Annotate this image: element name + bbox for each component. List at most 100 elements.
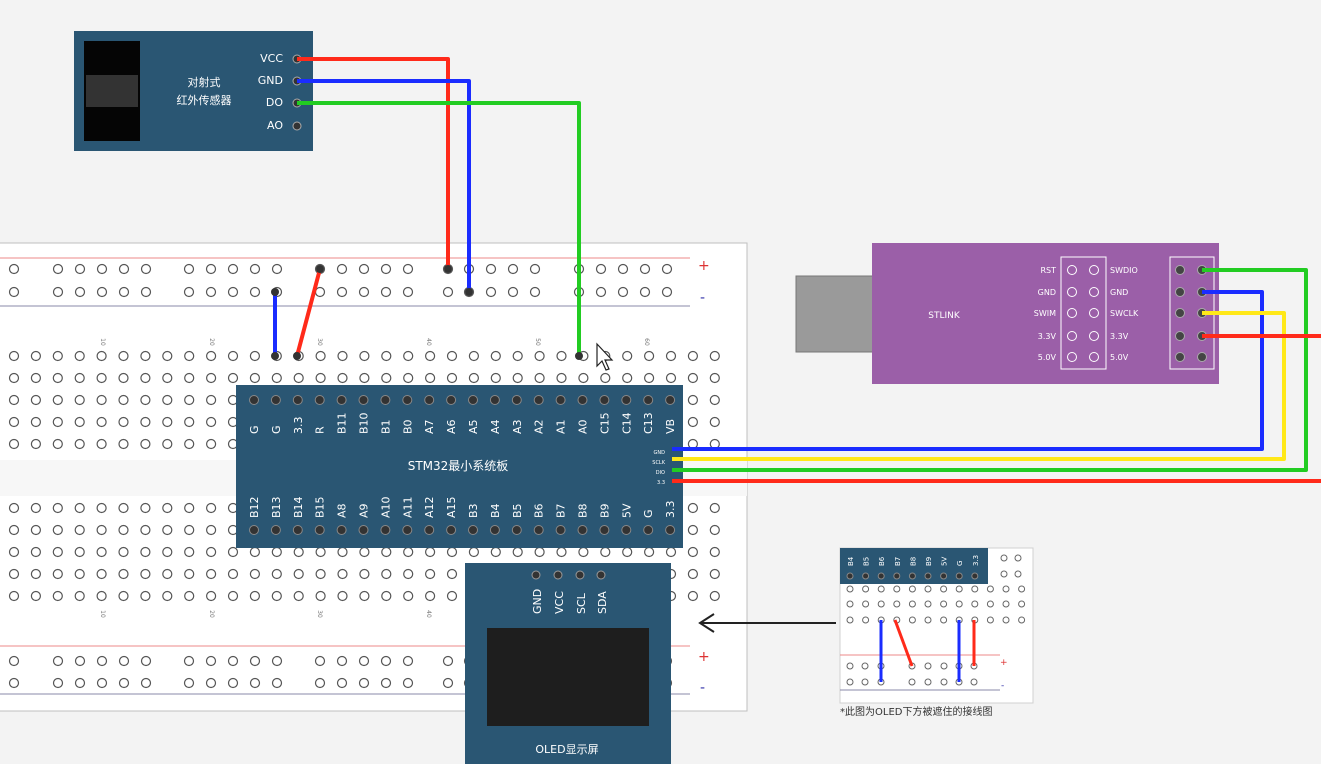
inset-pin-label: G (956, 561, 964, 566)
wire-stlink-swclk (672, 311, 1286, 461)
stm32-bottom-pin-label: B15 (314, 496, 327, 518)
breadboard-hole (271, 677, 283, 689)
usb-connector-icon (795, 275, 875, 353)
breadboard-hole (293, 372, 304, 384)
inset-pin-label: B9 (925, 557, 933, 566)
inset-pin-label: B7 (894, 557, 902, 566)
breadboard-hole (30, 416, 42, 428)
breadboard-hole (96, 394, 107, 406)
stm32-header-pin (270, 525, 281, 535)
breadboard-hole (359, 568, 370, 580)
stlink-right-label: GND (1110, 288, 1128, 297)
breadboard-hole (96, 655, 108, 667)
breadboard-hole (118, 502, 129, 514)
breadboard-hole (249, 286, 261, 298)
breadboard-hole (271, 372, 282, 384)
breadboard-hole (118, 655, 130, 667)
breadboard-hole (425, 372, 436, 384)
stm32-header-pin (599, 525, 610, 535)
breadboard-hole (118, 263, 130, 275)
breadboard-hole (507, 263, 519, 275)
breadboard-hole (709, 524, 720, 536)
inset-rail-minus: - (1001, 681, 1004, 691)
breadboard-hole (622, 350, 633, 362)
breadboard-hole (8, 677, 20, 689)
inset-pin-label: B4 (847, 556, 855, 566)
stm32-top-pin-label: C13 (642, 412, 655, 434)
breadboard-hole (643, 350, 655, 362)
breadboard-hole (381, 568, 392, 580)
breadboard-hole (52, 677, 64, 689)
inset-pin (893, 572, 901, 580)
stm32-header-pin (358, 395, 369, 405)
stm32-bottom-pin-label: B6 (533, 503, 546, 518)
oled-screen (487, 628, 649, 726)
inset-hole (1002, 616, 1010, 624)
stm32-bottom-pin-label: B7 (555, 503, 568, 518)
breadboard-hole (184, 438, 195, 450)
inset-hole (908, 616, 916, 624)
breadboard-hole (358, 655, 370, 667)
breadboard-hole (315, 590, 326, 602)
mouse-cursor-icon (596, 342, 614, 371)
breadboard-hole (337, 372, 348, 384)
stm32-header-pin (621, 395, 632, 405)
inset-hole (1000, 554, 1008, 562)
breadboard-hole (96, 590, 107, 602)
ir-sensor-title-line2: 红外传感器 (177, 94, 232, 107)
breadboard-hole (184, 416, 195, 428)
stm32-header-pin (555, 525, 566, 535)
stlink-right-label: 5.0V (1110, 353, 1129, 362)
ir-pin-ao: AO (267, 119, 283, 132)
breadboard-hole (162, 546, 173, 558)
column-number-top: 20 (208, 338, 215, 346)
inset-hole (971, 585, 979, 593)
breadboard-hole (595, 286, 607, 298)
stm32-top-pin-label: B1 (379, 419, 392, 434)
breadboard-hole (446, 372, 458, 384)
breadboard-hole (687, 416, 699, 428)
inset-hole (971, 600, 979, 608)
breadboard-hole (314, 655, 326, 667)
breadboard-hole (8, 524, 20, 536)
breadboard-hole (249, 263, 261, 275)
breadboard-hole (118, 438, 129, 450)
stlink-pin (1175, 287, 1185, 297)
inset-pin-label: 3.3 (972, 555, 980, 566)
stm32-top-pin-label: A3 (511, 419, 524, 434)
breadboard-hole (74, 677, 86, 689)
breadboard-hole (403, 372, 414, 384)
breadboard-hole (490, 546, 501, 558)
breadboard-hole (709, 590, 720, 602)
breadboard-hole (96, 416, 107, 428)
stm32-side-33: 3.3 (657, 480, 665, 486)
breadboard-hole (96, 546, 107, 558)
breadboard-hole (52, 590, 63, 602)
breadboard-hole (442, 286, 454, 298)
stm32-top-pin-label: B0 (401, 419, 414, 434)
breadboard-hole (52, 263, 64, 275)
breadboard-hole (206, 350, 217, 362)
rail-plus-top: + (698, 258, 710, 274)
rail-plus-bottom: + (698, 649, 710, 665)
breadboard-hole (96, 524, 107, 536)
inset-pin (940, 572, 948, 580)
breadboard-hole (337, 590, 348, 602)
inset-hole (846, 662, 854, 670)
inset-hole (924, 585, 932, 593)
breadboard-hole (184, 372, 195, 384)
stm32-header-pin (314, 395, 325, 405)
breadboard-hole (140, 372, 151, 384)
breadboard-hole (118, 350, 129, 362)
breadboard-hole (227, 546, 239, 558)
breadboard-hole (30, 394, 42, 406)
breadboard-hole (52, 655, 64, 667)
breadboard-hole (140, 438, 151, 450)
breadboard-hole (74, 546, 85, 558)
breadboard-hole (227, 655, 239, 667)
ir-pin-vcc: VCC (260, 52, 283, 65)
breadboard-hole (359, 372, 370, 384)
column-number-top: 60 (643, 338, 650, 346)
